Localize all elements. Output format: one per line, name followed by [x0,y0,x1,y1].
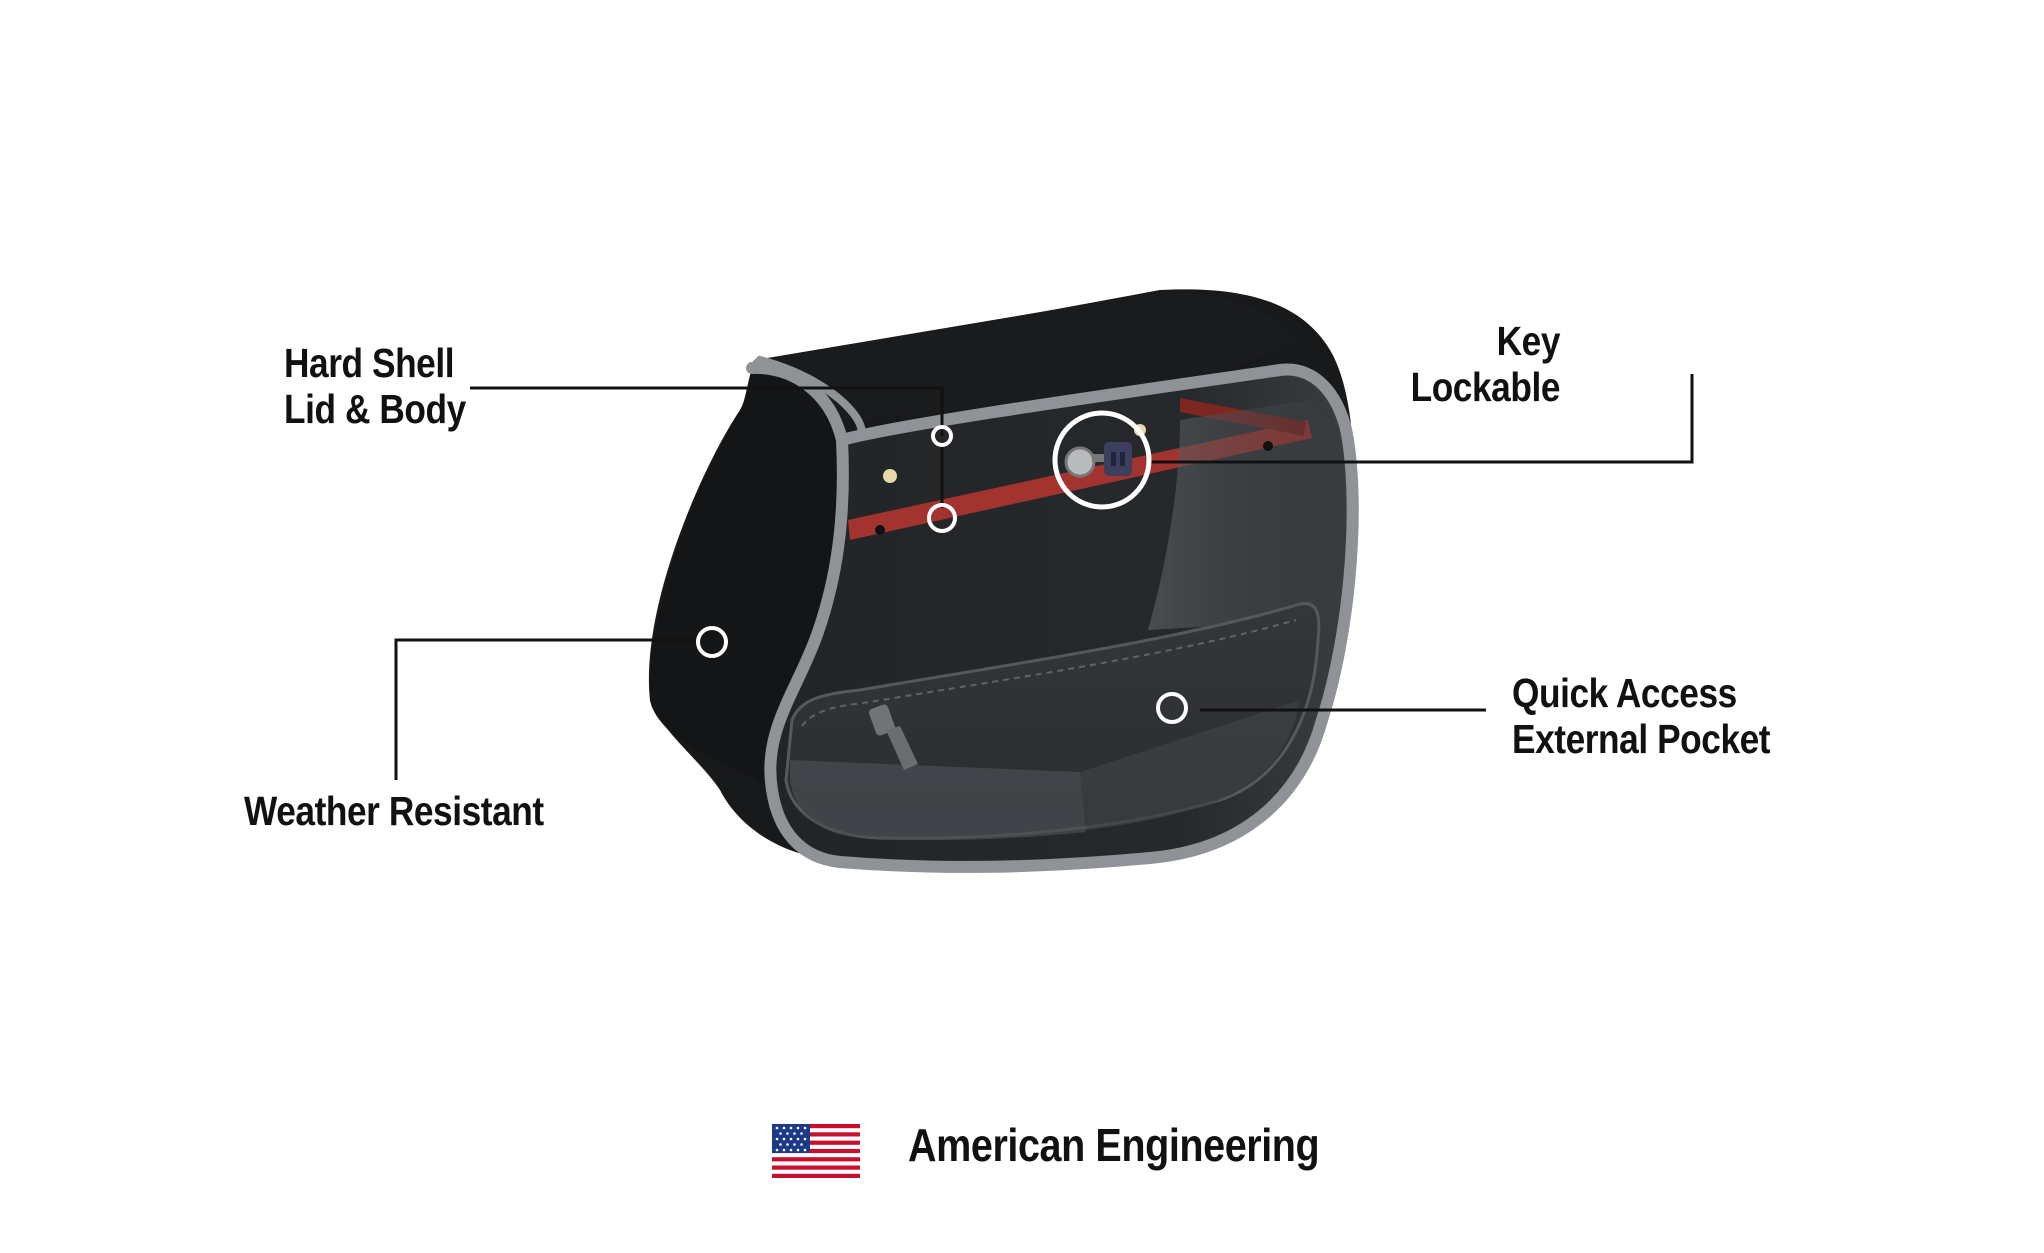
footer-american-engineering: American Engineering [908,1119,1320,1171]
leader-hard-shell [470,386,944,436]
marker-pocket [1156,692,1188,724]
callout-weather-resistant: Weather Resistant [244,788,544,834]
callout-quick-access-pocket: Quick Access External Pocket [1512,670,1771,762]
us-flag-icon [772,1124,860,1178]
marker-hard-shell-lower [927,503,957,533]
marker-hard-shell-upper [931,425,953,447]
leader-weather [394,638,696,780]
lid-edge-trim [749,355,866,433]
body-trim [764,434,1359,873]
lock-icon [1064,442,1132,478]
marker-weather [696,626,728,658]
pocket-lower-panel [790,760,1086,841]
pocket-base [1080,700,1300,830]
callout-key-lockable-text: Key Lockable [1410,318,1561,410]
leader-key-lockable [1148,374,1694,464]
rivet [883,469,897,483]
pocket-stitch [801,619,1297,727]
lid-trim [746,361,1354,448]
callout-hard-shell-lid-body: Hard Shell Lid & Body [284,340,466,432]
face-shine [1148,400,1334,630]
callout-markers [696,410,1188,724]
callout-leaders [394,374,1694,780]
rivet [875,525,885,535]
rivet [1263,441,1273,451]
zipper-pull-icon [868,704,918,770]
marker-key-lockable [1052,410,1152,510]
